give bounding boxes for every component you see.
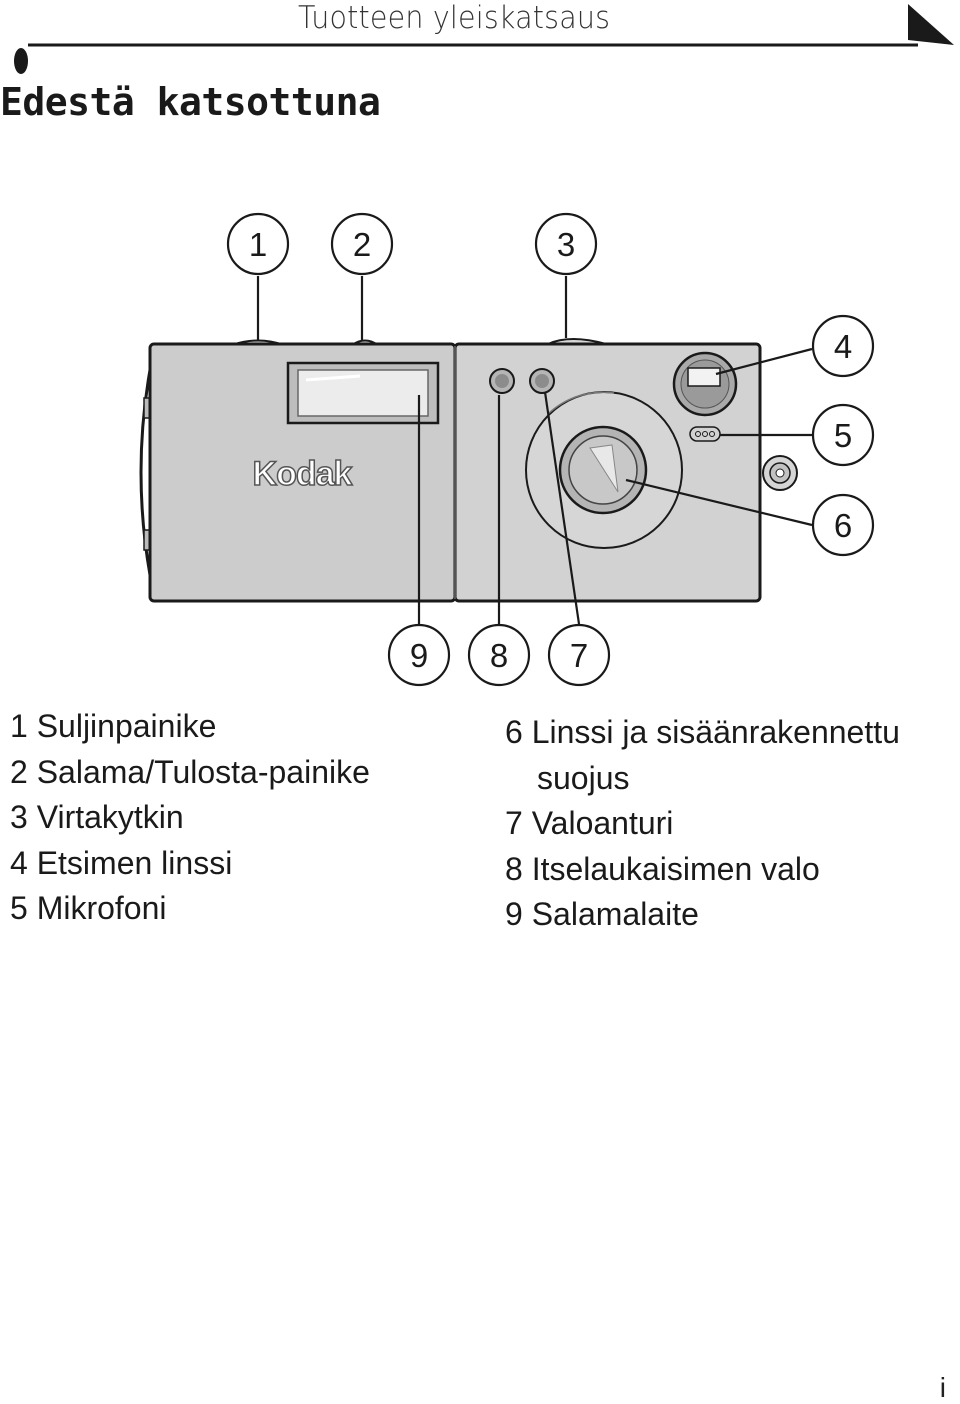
legend-item: 8 Itselaukaisimen valo: [505, 850, 820, 887]
legend-left: 1 Suljinpainike 2 Salama/Tulosta-painike…: [10, 704, 370, 932]
running-head: Tuotteen yleiskatsaus: [298, 0, 611, 36]
callout-circle-9: [387, 623, 451, 687]
legend-item: 7 Valoanturi: [505, 805, 674, 841]
callout-9: 9: [410, 637, 428, 674]
callout-3: 3: [557, 226, 575, 263]
kodak-logo-text: Kodak: [253, 455, 353, 493]
callout-2: 2: [353, 226, 371, 263]
callout-4: 4: [834, 328, 852, 365]
callout-circle-8: [467, 623, 531, 687]
camera-front-diagram: Kodak: [139, 212, 875, 687]
callout-7: 7: [570, 637, 588, 674]
page-corner-arrow-icon: [908, 4, 954, 45]
legend-item: 3 Virtakytkin: [10, 799, 184, 835]
legend-item: 4 Etsimen linssi: [10, 844, 233, 881]
callout-circle-6: [811, 493, 875, 557]
page-number: i: [939, 1372, 946, 1403]
callout-circle-3: [534, 212, 598, 276]
callout-circle-2: [330, 212, 394, 276]
legend-item-continuation: suojus: [537, 759, 630, 796]
callout-circle-7: [547, 623, 611, 687]
header-rule: [14, 4, 954, 74]
callout-6: 6: [834, 507, 852, 544]
callout-circle-5: [811, 403, 875, 467]
section-title: Edestä katsottuna: [0, 80, 381, 124]
legend-item: 5 Mikrofoni: [10, 890, 167, 926]
legend-item: 9 Salamalaite: [505, 896, 699, 932]
legend-item: 6 Linssi ja sisäänrakennettu: [505, 714, 900, 750]
legend-item: 1 Suljinpainike: [10, 708, 217, 744]
legend-item: 2 Salama/Tulosta-painike: [10, 753, 370, 790]
callout-1: 1: [249, 226, 267, 263]
callout-circle-1: [226, 212, 290, 276]
callout-circle-4: [811, 314, 875, 378]
callout-5: 5: [834, 417, 852, 454]
callout-8: 8: [490, 637, 508, 674]
legend-right: 6 Linssi ja sisäänrakennettu suojus 7 Va…: [505, 710, 900, 938]
microphone-shape: [689, 426, 721, 442]
